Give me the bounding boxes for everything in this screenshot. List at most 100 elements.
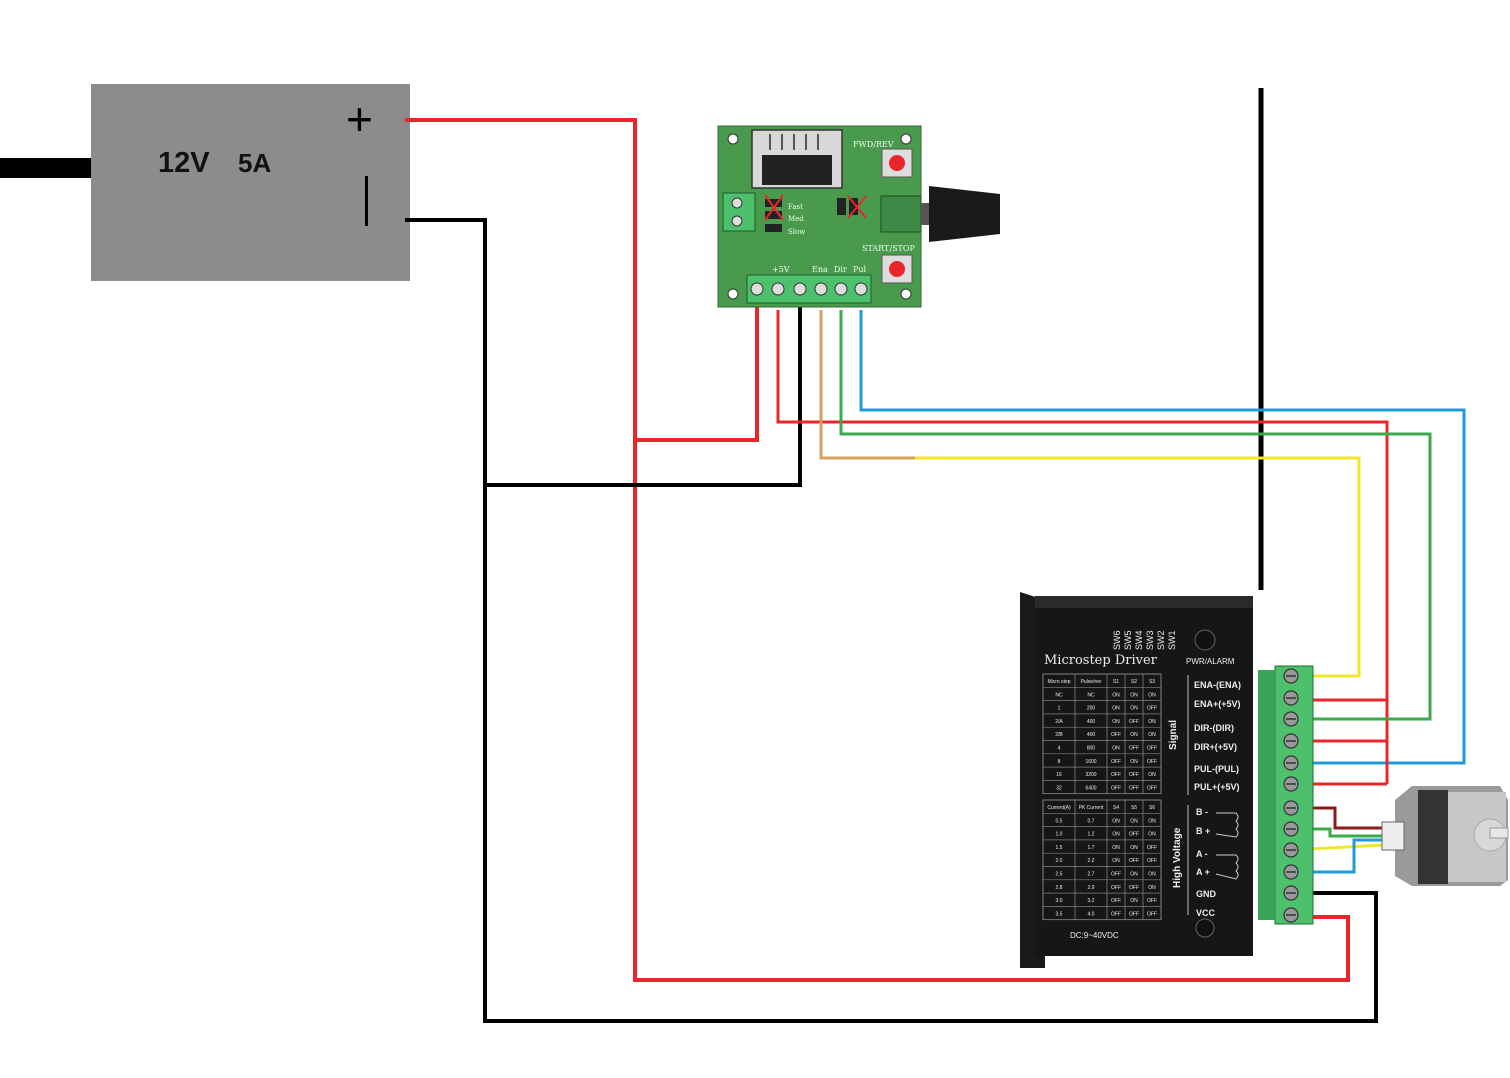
start-stop-button[interactable]	[889, 261, 905, 277]
mount-hole	[727, 288, 739, 300]
driver-terminal-label: B -	[1196, 807, 1208, 817]
current-table-cell: 2.2	[1088, 858, 1095, 864]
dip-switch-label: SW3	[1145, 630, 1155, 650]
current-table-cell: OFF	[1129, 858, 1139, 864]
driver-terminal-label: A -	[1196, 849, 1208, 859]
current-table-cell: S5	[1131, 805, 1137, 811]
current-table-cell: OFF	[1111, 911, 1121, 917]
stepper-motor	[1381, 786, 1509, 886]
microstep-table-cell: OFF	[1147, 746, 1157, 752]
dip-switch-label: SW2	[1156, 630, 1166, 650]
current-table-cell: 1.0	[1056, 832, 1063, 838]
driver-terminal-strip	[1274, 665, 1314, 925]
speed-mid-label: Med	[788, 215, 804, 223]
driver-terminal-label: B +	[1196, 826, 1210, 836]
power-supply-voltage: 12V	[158, 147, 210, 179]
microstep-table-cell: 3200	[1085, 772, 1096, 778]
current-table-cell: 2.7	[1088, 872, 1095, 878]
term-dir-label: Dir	[834, 265, 847, 274]
power-cord	[0, 158, 96, 178]
microstep-table-cell: 800	[1087, 746, 1096, 752]
term-plus5v-label: +5V	[772, 265, 790, 274]
term-ena-label: Ena	[812, 265, 828, 274]
display-pins	[769, 134, 819, 150]
current-table-cell: OFF	[1111, 872, 1121, 878]
dip-switch-label: SW5	[1123, 630, 1133, 650]
current-table-cell: ON	[1148, 818, 1156, 824]
microstep-table-cell: OFF	[1147, 785, 1157, 791]
coil-a-icon	[1215, 854, 1239, 880]
current-table-cell-border	[1142, 906, 1162, 920]
current-table-cell: ON	[1130, 898, 1138, 904]
microstep-table-cell: OFF	[1129, 785, 1139, 791]
pwr-alarm-label: PWR/ALARM	[1186, 657, 1235, 666]
wire-ena-yellow	[915, 456, 1361, 678]
motor-shaft	[1489, 827, 1509, 839]
motor-connector	[1381, 821, 1405, 851]
current-table-cell: 2.8	[1056, 885, 1063, 891]
mount-hole	[900, 133, 912, 145]
driver-body	[1035, 604, 1253, 956]
driver-terminal-screws	[1283, 668, 1299, 923]
potentiometer-knob[interactable]	[929, 186, 1000, 242]
terminal-screw	[854, 282, 868, 296]
microstep-table-cell: ON	[1112, 706, 1120, 712]
microstep-table-cell: NC	[1087, 692, 1095, 698]
current-table-cell: ON	[1112, 845, 1120, 851]
fwd-rev-label: FWD/REV	[853, 140, 894, 149]
driver-screw	[1195, 918, 1215, 938]
current-table-cell: OFF	[1147, 845, 1157, 851]
pwr-alarm-led	[1194, 629, 1216, 651]
microstep-table-cell: 400	[1087, 719, 1096, 725]
term-pul-label: Pul	[853, 265, 867, 274]
fwd-rev-button[interactable]	[889, 155, 905, 171]
current-table-cell: ON	[1112, 858, 1120, 864]
power-supply-body	[91, 84, 410, 281]
wire-psu-negative	[405, 218, 1378, 1023]
driver-terminal-label: A +	[1196, 867, 1210, 877]
mount-hole	[727, 133, 739, 145]
microstep-table-cell: OFF	[1111, 785, 1121, 791]
microstep-table-cell: OFF	[1129, 772, 1139, 778]
current-table-cell: ON	[1112, 818, 1120, 824]
driver-terminal-label: ENA-(ENA)	[1194, 680, 1241, 690]
current-table-cell: 1.2	[1088, 832, 1095, 838]
wire-board-power-negative	[485, 290, 802, 487]
positive-terminal-symbol: +	[346, 93, 373, 145]
display-window	[762, 155, 832, 185]
current-table-cell: 4.0	[1088, 911, 1095, 917]
microstep-table-cell-border	[1142, 780, 1162, 794]
controller-board: FWD/REV START/STOP Fast Med Slow	[717, 125, 1000, 308]
microstep-table-cell: S1	[1113, 679, 1119, 685]
current-table-cell: Current(A)	[1047, 805, 1071, 811]
terminal-screw	[793, 282, 807, 296]
microstep-table-cell: 400	[1087, 732, 1096, 738]
driver-terminal-label: DIR+(+5V)	[1194, 742, 1237, 752]
current-table-cell: OFF	[1129, 911, 1139, 917]
driver-top-edge	[1035, 596, 1253, 608]
microstep-table-cell: ON	[1148, 772, 1156, 778]
current-table-cell: ON	[1130, 872, 1138, 878]
driver-terminal-label: VCC	[1196, 908, 1216, 918]
mode-jumper	[837, 195, 867, 219]
wire-ena-orange	[819, 310, 915, 460]
microstep-table-cell: Micro step	[1047, 679, 1070, 685]
current-table-cell: OFF	[1129, 885, 1139, 891]
wire-motor-aplus	[1290, 838, 1384, 874]
microstep-table-cell: ON	[1112, 746, 1120, 752]
dip-switch-label: SW6	[1112, 630, 1122, 650]
current-table-cell: 0.5	[1056, 818, 1063, 824]
microstep-table-cell: 1	[1058, 706, 1061, 712]
start-stop-label: START/STOP	[862, 244, 915, 253]
current-table-cell: 3.5	[1056, 911, 1063, 917]
current-table-cell: 1.5	[1056, 845, 1063, 851]
microstep-table-cell: OFF	[1129, 746, 1139, 752]
wire-board-power-positive	[635, 290, 759, 442]
microstep-table-cell: 16	[1056, 772, 1062, 778]
microstep-table-cell: ON	[1130, 732, 1138, 738]
